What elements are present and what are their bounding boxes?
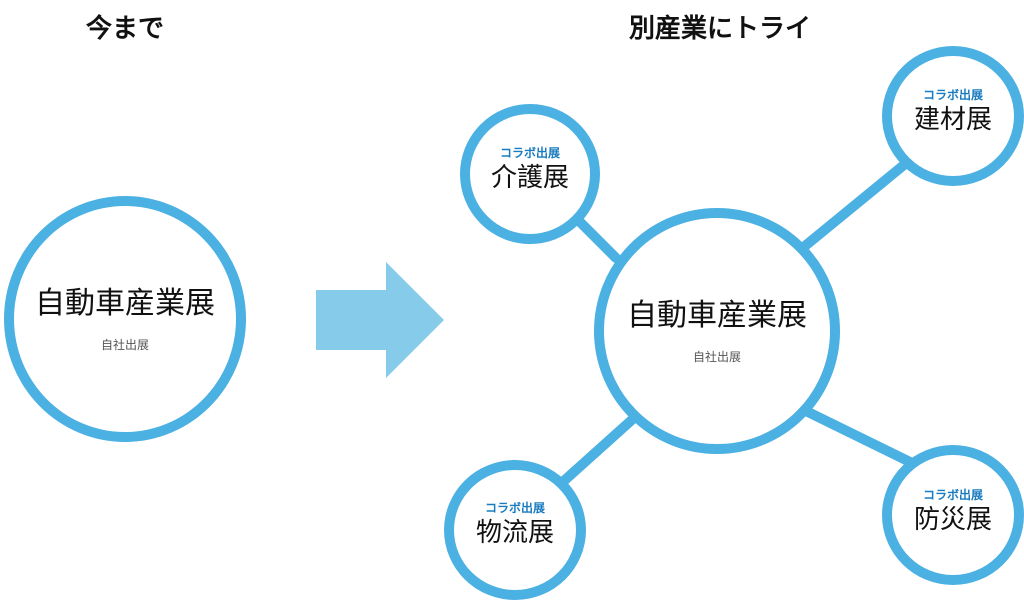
connector-kenzai [800,155,915,251]
connector-bousai [803,407,915,467]
collab-tag: コラボ出展 [499,146,560,161]
center-subtitle: 自社出展 [692,349,741,364]
heading-after: 別産業にトライ [628,14,811,44]
circle-bousai: コラボ出展 防災展 [882,445,1024,585]
connector-butsuryu [551,413,639,493]
heading-before: 今まで [85,14,164,44]
circle-butsuryu: コラボ出展 物流展 [444,460,586,600]
before-title: 自動車産業展 [35,285,215,321]
before-subtitle: 自社出展 [100,337,149,352]
center-title: 自動車産業展 [627,297,807,333]
arrow-right-icon [316,262,444,378]
satellite-title: 介護展 [490,163,569,194]
satellite-title: 建材展 [913,105,992,136]
circle-center-automotive: 自動車産業展 自社出展 [594,208,840,454]
circle-kenzai: コラボ出展 建材展 [882,46,1024,186]
collab-tag: コラボ出展 [922,488,983,503]
circle-kaigo: コラボ出展 介護展 [460,104,600,244]
collab-tag: コラボ出展 [484,501,545,516]
connector-kaigo [575,217,621,263]
collab-tag: コラボ出展 [922,88,983,103]
satellite-title: 物流展 [475,518,554,549]
circle-before-automotive: 自動車産業展 自社出展 [4,196,246,442]
satellite-title: 防災展 [913,505,992,536]
